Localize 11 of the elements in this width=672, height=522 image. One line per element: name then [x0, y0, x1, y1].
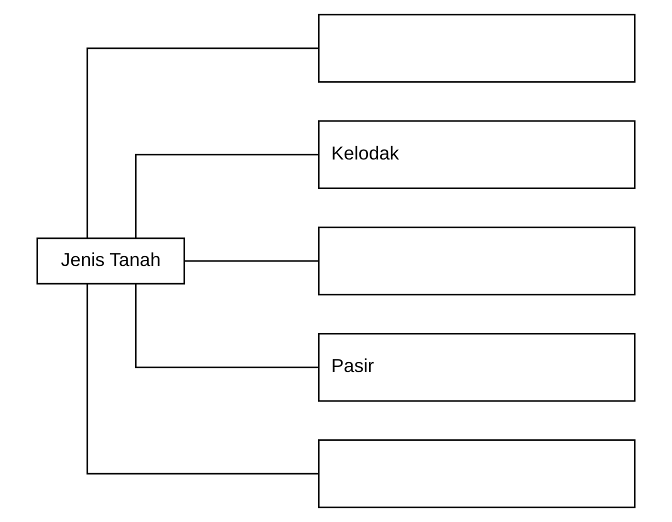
node-box: Kelodak	[318, 120, 636, 190]
connector	[86, 48, 318, 238]
connector	[135, 284, 319, 368]
connector	[86, 284, 318, 474]
node-box: Jenis Tanah	[36, 238, 186, 284]
node-box: Pasir	[318, 332, 636, 402]
connector	[135, 154, 319, 238]
node-box	[318, 439, 636, 508]
connector	[184, 260, 319, 262]
node-box	[318, 14, 636, 83]
node-box	[318, 226, 636, 296]
